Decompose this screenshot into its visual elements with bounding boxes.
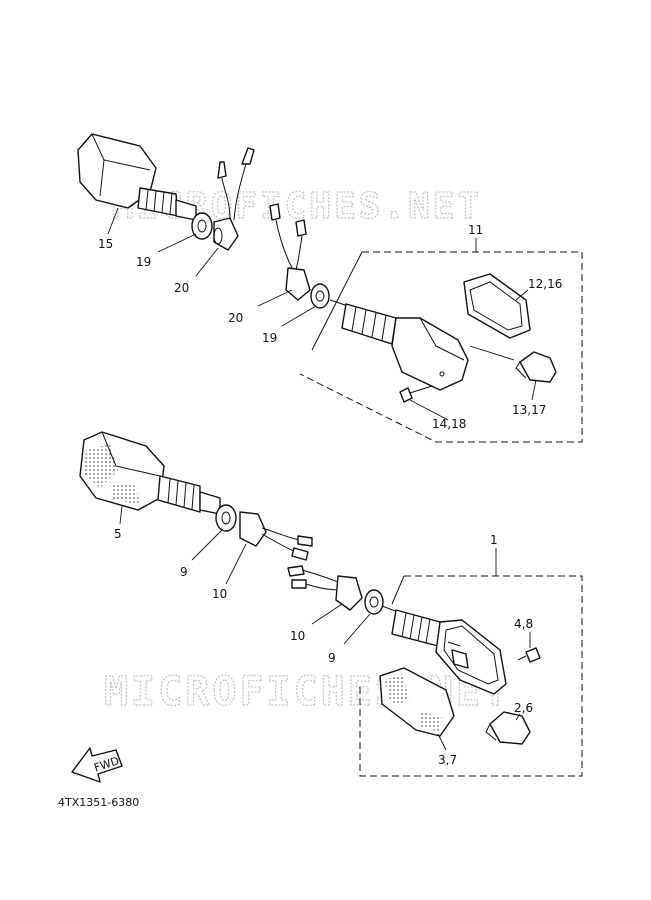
label-9-left: 9 bbox=[180, 565, 188, 579]
label-12-16: 12,16 bbox=[528, 277, 562, 291]
label-9-right: 9 bbox=[328, 651, 336, 665]
label-4-8: 4,8 bbox=[514, 617, 533, 631]
leader-lines bbox=[107, 207, 537, 751]
turn-signal-5 bbox=[79, 431, 313, 561]
label-5: 5 bbox=[114, 527, 122, 541]
label-20-top: 20 bbox=[174, 281, 189, 295]
label-15: 15 bbox=[98, 237, 113, 251]
turn-signal-15 bbox=[77, 133, 255, 251]
label-13-17: 13,17 bbox=[512, 403, 546, 417]
label-3-7: 3,7 bbox=[438, 753, 457, 767]
label-10-right: 10 bbox=[290, 629, 305, 643]
label-19-top: 19 bbox=[136, 255, 151, 269]
fwd-arrow-icon: FWD bbox=[71, 747, 123, 783]
label-2-6: 2,6 bbox=[514, 701, 533, 715]
label-20-mid: 20 bbox=[228, 311, 243, 325]
label-19-mid: 19 bbox=[262, 331, 277, 345]
turn-signal-1 bbox=[287, 565, 583, 777]
turn-signal-11 bbox=[269, 203, 583, 443]
diagram-code: 4TX1351-6380 bbox=[58, 796, 139, 809]
label-1: 1 bbox=[490, 533, 498, 547]
label-11: 11 bbox=[468, 223, 483, 237]
label-10-left: 10 bbox=[212, 587, 227, 601]
label-14-18: 14,18 bbox=[432, 417, 466, 431]
